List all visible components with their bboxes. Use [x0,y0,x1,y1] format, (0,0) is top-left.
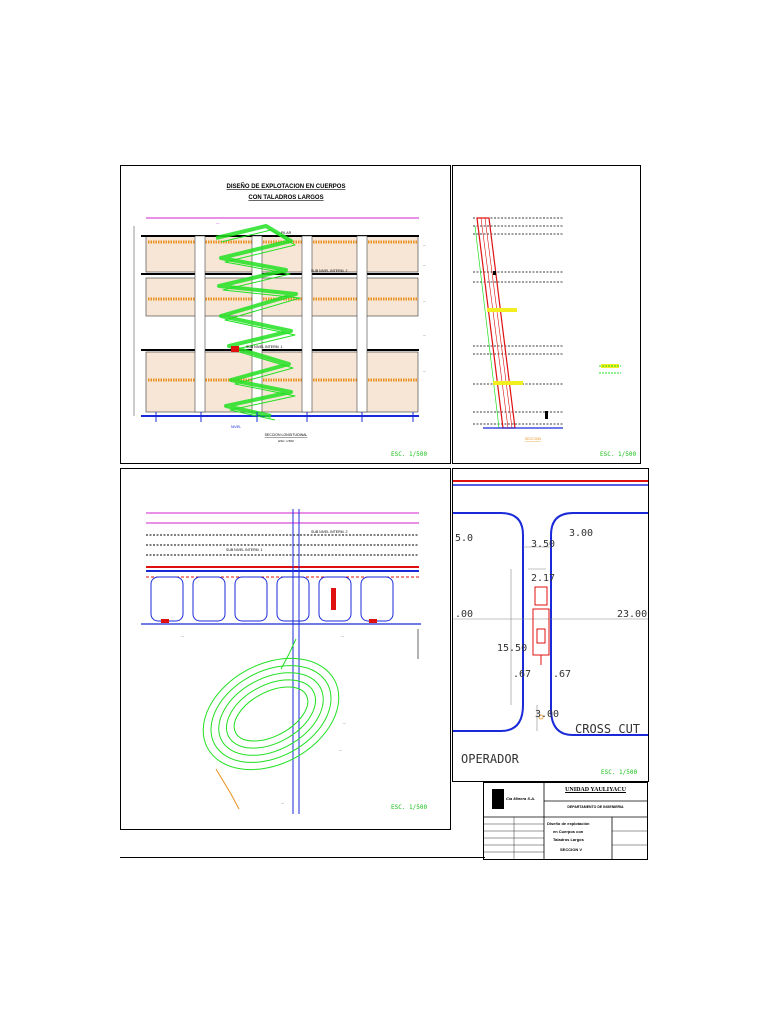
svg-text:—: — [341,634,344,638]
longitudinal-section-drawing: DISEÑO DE EXPLOTACION EN CUERPOS CON TAL… [133,183,426,443]
label-pilar: PILAR [281,231,292,235]
label-sub-nivel-2: SUB NIVEL INTERM. 2 [311,269,347,273]
title-line2: CON TALADROS LARGOS [248,195,323,201]
scale-label: ESC. 1/500 [391,451,428,458]
dim-15-50: 15.50 [497,643,527,654]
dim-3-50: 3.50 [531,539,555,550]
dim-3-00-bottom: 3.00 [535,709,559,720]
title-block-grid [484,783,647,859]
label-cross-cut: CROSS CUT [575,722,640,736]
dim-3-00-top: 3.00 [569,528,593,539]
scale-label: ESC. 1/500 [600,451,637,458]
cross-section-drawing: SECCION [473,217,621,441]
orebody-outline [476,217,516,429]
dim-23-00: 23.00 [617,609,647,620]
unit-name: UNIDAD YAULIYACU [565,787,626,793]
dim-2-17: 2.17 [531,573,555,584]
equipment [532,586,550,665]
svg-text:—: — [181,634,184,638]
drawpoints [150,576,394,622]
label-sub-nivel-1: SUB NIVEL INTERM. 1 [246,345,282,349]
panel-cross-section: SECCION ESC. 1/500 [452,165,641,464]
label-operador: OPERADOR [461,752,520,766]
red-block [331,588,336,610]
scale-label: ESC. 1/500 [391,804,428,811]
magenta-lines [146,512,419,524]
panel-cross-cut-detail: 5.0 3.50 3.00 2.17 .00 23.00 15.50 .67 .… [452,468,649,782]
drawing-title-line3: Taladros Largos [553,837,584,842]
drawing-section: SECCION V [560,847,583,852]
green-markers [599,365,621,374]
orange-connector [215,768,240,810]
gallery-outline-left [453,512,524,732]
label-sub-nivel-2: SUB NIVEL INTERM. 2 [311,530,347,534]
svg-text:—: — [281,801,284,805]
section-caption: SECCION LONGITUDINAL [265,433,308,437]
red-marker [231,346,239,352]
svg-text:—: — [343,721,346,725]
title-block: Cía Minera S.A. UNIDAD YAULIYACU DEPARTA… [483,782,648,860]
level-marks [493,271,548,419]
svg-text:—: — [423,333,426,337]
cross-cut-drawing: 5.0 3.50 3.00 2.17 .00 23.00 15.50 .67 .… [453,480,648,766]
drawing-title-line1: Diseño de explotación [547,821,590,826]
panel-longitudinal-section: DISEÑO DE EXPLOTACION EN CUERPOS CON TAL… [120,165,451,464]
ramp-zigzag [215,224,298,418]
dashed-level-lines [146,534,419,556]
label-nivel: NIVEL [231,425,241,429]
section-caption: SECCION [525,437,541,441]
title-line1: DISEÑO DE EXPLOTACION EN CUERPOS [227,183,346,190]
gallery-outline-right [550,512,648,736]
dim-left-top: 5.0 [455,533,473,544]
svg-text:—: — [423,299,426,303]
vertical-access [292,509,300,814]
section-scale: ESC. 1:500 [278,439,294,443]
svg-text:—: — [423,263,426,267]
label-sub-nivel-1: SUB NIVEL INTERM. 1 [226,548,262,552]
dim-67-left: .67 [513,669,531,680]
svg-text:—: — [216,221,220,225]
plan-view-drawing: SUB NIVEL INTERM. 2 SUB NIVEL INTERM. 1 [141,509,421,814]
ramp-connector [280,638,297,670]
dimension-lines [510,546,551,731]
company-name: Cía Minera S.A. [506,796,536,801]
department: DEPARTAMENTO DE INGENIERIA [567,805,624,809]
drawing-title-line2: en Cuerpos con [553,829,584,834]
company-logo-mark [492,789,504,809]
svg-text:—: — [423,369,426,373]
oval-ramp [202,657,340,771]
scale-label: ESC. 1/500 [601,769,638,776]
sheet-bottom-line [120,857,485,858]
green-contact-line [474,225,500,429]
panel-plan-view: SUB NIVEL INTERM. 2 SUB NIVEL INTERM. 1 [120,468,451,830]
svg-text:—: — [423,243,426,247]
svg-text:—: — [339,748,342,752]
dim-left-mid: .00 [455,609,473,620]
dim-67-right: .67 [553,669,571,680]
base-ticks [155,412,414,422]
